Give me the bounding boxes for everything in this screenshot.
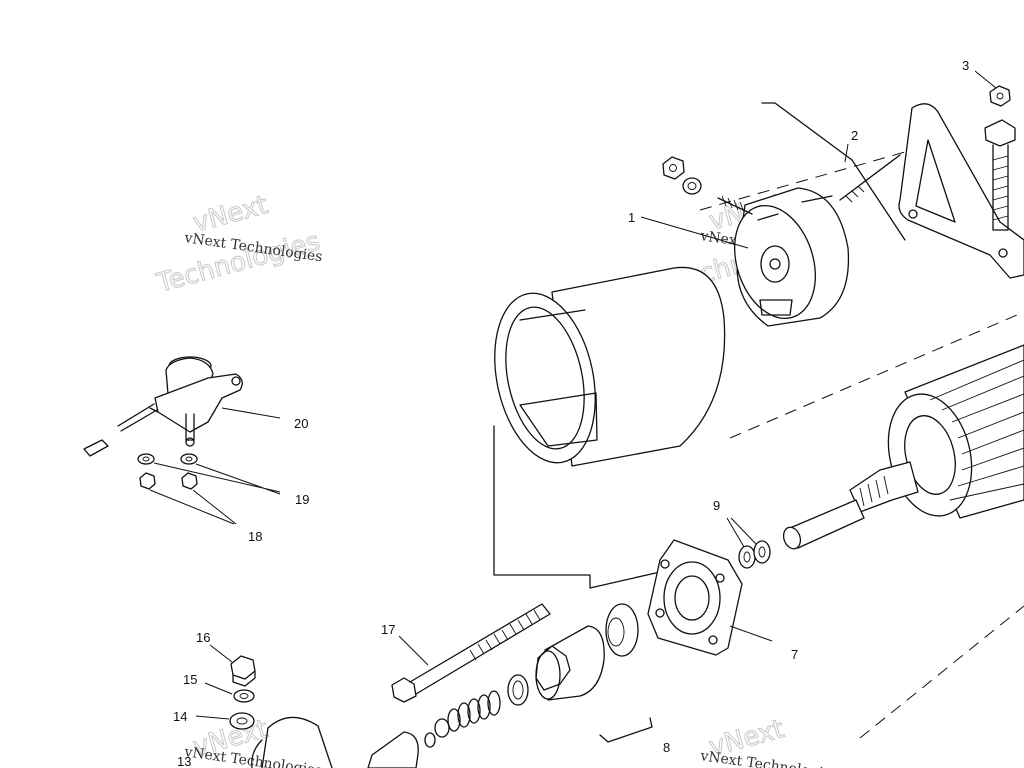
end-cap-washer: [682, 177, 702, 195]
callout-7: 7: [791, 647, 798, 662]
callout-13: 13: [177, 754, 191, 768]
callout-9: 9: [713, 498, 720, 513]
solenoid-assembly: [83, 356, 243, 457]
bracket-bolt: [984, 119, 1016, 231]
armature-shaft: [849, 461, 919, 513]
end-cap-nut: [662, 156, 685, 180]
callout-14: 14: [173, 709, 187, 724]
leader-19: [153, 462, 281, 495]
solenoid-terminal: [83, 439, 109, 457]
leader-20: [221, 407, 281, 419]
bracket-cutout: [915, 139, 956, 223]
motor-housing: [494, 266, 726, 467]
watermark-company: vNext Technologies: [698, 748, 839, 768]
callout-20: 20: [294, 416, 308, 431]
spacer-disc: [605, 603, 639, 657]
solenoid-body: [154, 373, 243, 433]
bracket-8: [599, 717, 653, 743]
solenoid-nuts: [139, 472, 198, 490]
end-cap-assembly: [662, 154, 901, 327]
flange-13: [251, 716, 333, 768]
hex-nut-16: [230, 655, 256, 687]
callout-15: 15: [183, 672, 197, 687]
callout-8: 8: [663, 740, 670, 755]
shaft-washers: [738, 540, 771, 569]
leader-14: [195, 715, 230, 720]
callout-17: 17: [381, 622, 395, 637]
drive-pinion: [535, 625, 605, 701]
solenoid-washers: [137, 453, 198, 465]
housing-bracket-line: [493, 425, 661, 589]
leader-15: [204, 682, 233, 695]
drive-end-plate: [647, 539, 743, 656]
flat-washer-14: [229, 712, 255, 730]
leader-3: [974, 70, 997, 89]
callout-1: 1: [628, 210, 635, 225]
watermark-bottom-right: vNext vNext Technologies: [698, 714, 839, 768]
bracket-nut: [989, 85, 1011, 107]
drive-collar: [367, 731, 419, 768]
assembly-axes: [699, 151, 1024, 739]
leader-17: [398, 635, 429, 666]
leader-2: [844, 143, 849, 163]
leader-7: [729, 625, 773, 642]
callout-18: 18: [248, 529, 262, 544]
callout-2: 2: [851, 128, 858, 143]
leader-18: [149, 489, 237, 525]
callout-3: 3: [962, 58, 969, 73]
bracket-group: [761, 102, 1024, 279]
callout-16: 16: [196, 630, 210, 645]
watermark-top-left: vNext Technologies vNext Technologies: [153, 190, 324, 300]
drive-spring: [424, 674, 529, 748]
leader-1: [640, 216, 749, 249]
lock-washer-15: [233, 689, 255, 703]
armature: [782, 344, 1024, 550]
leader-16: [209, 644, 233, 663]
through-bolt: [391, 603, 551, 703]
callout-19: 19: [295, 492, 309, 507]
leader-9: [726, 517, 757, 548]
